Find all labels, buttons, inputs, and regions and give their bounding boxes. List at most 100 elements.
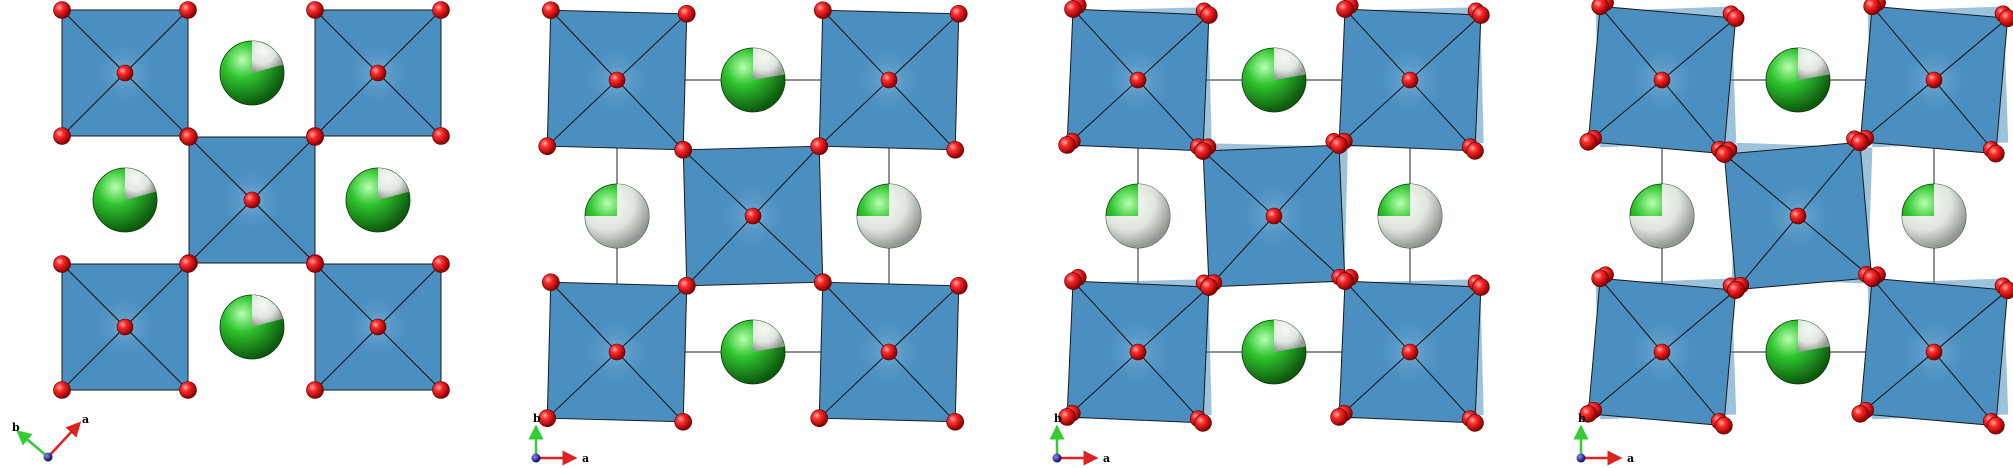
oxygen-atom bbox=[1265, 207, 1283, 225]
oxygen-atom bbox=[1715, 145, 1734, 163]
octahedron bbox=[1058, 269, 1218, 432]
oxygen-atom bbox=[306, 128, 324, 146]
oxygen-atom bbox=[1129, 71, 1147, 89]
oxygen-atom bbox=[744, 207, 762, 225]
octahedron bbox=[1851, 0, 2013, 163]
oxygen-atom bbox=[608, 71, 626, 89]
oxygen-atom bbox=[1472, 278, 1490, 296]
octahedron bbox=[1579, 0, 1745, 163]
oxygen-atom bbox=[116, 318, 134, 336]
oxygen-atom bbox=[1401, 343, 1419, 361]
oxygen-atom bbox=[432, 255, 450, 273]
oxygen-atom bbox=[1727, 280, 1745, 299]
cation-atom bbox=[584, 183, 650, 249]
octahedron bbox=[1851, 266, 2013, 435]
axis-c-origin bbox=[1052, 453, 1062, 463]
oxygen-atom bbox=[1789, 207, 1807, 225]
oxygen-atom bbox=[179, 1, 197, 19]
oxygen-atom bbox=[369, 64, 387, 82]
oxygen-atom bbox=[53, 127, 71, 145]
oxygen-atom bbox=[1200, 278, 1218, 296]
oxygen-atom bbox=[608, 343, 626, 361]
cation-white-wedge bbox=[753, 320, 785, 352]
octahedron bbox=[306, 1, 450, 145]
octahedron bbox=[538, 1, 696, 159]
oxygen-atom bbox=[946, 140, 964, 159]
oxygen-atom bbox=[1466, 142, 1484, 160]
oxygen-atom bbox=[1336, 272, 1354, 290]
oxygen-atom bbox=[946, 412, 964, 431]
oxygen-atom bbox=[813, 273, 832, 291]
cation-atom bbox=[219, 294, 285, 360]
oxygen-atom bbox=[810, 137, 828, 156]
octahedron bbox=[1579, 266, 1745, 435]
cation-atom bbox=[720, 319, 786, 385]
oxygen-atom bbox=[678, 276, 696, 295]
cation-white-wedge bbox=[1798, 48, 1830, 80]
octahedron bbox=[53, 255, 197, 399]
cation-white-wedge bbox=[252, 41, 283, 73]
axis-a-label: a bbox=[82, 413, 89, 426]
cation-white-wedge bbox=[1630, 184, 1694, 248]
axis-b-arrow bbox=[16, 430, 49, 458]
octahedron bbox=[538, 273, 696, 431]
oxygen-atom bbox=[1925, 71, 1943, 89]
oxygen-atom bbox=[432, 1, 450, 19]
cation-white-wedge bbox=[1798, 320, 1830, 352]
octahedron bbox=[1715, 130, 1881, 299]
cation-white-wedge bbox=[1274, 48, 1306, 80]
cation-white-wedge bbox=[857, 184, 921, 248]
oxygen-atom bbox=[1591, 269, 1609, 288]
oxygen-atom bbox=[1715, 416, 1733, 435]
oxygen-atom bbox=[1472, 6, 1490, 24]
oxygen-atom bbox=[1200, 6, 1218, 24]
oxygen-atom bbox=[1194, 142, 1212, 160]
oxygen-atom bbox=[542, 1, 560, 20]
oxygen-atom bbox=[1466, 414, 1484, 432]
axis-b-label: b bbox=[12, 421, 20, 434]
oxygen-atom bbox=[116, 64, 134, 82]
cation-atom bbox=[1105, 183, 1171, 249]
oxygen-atom bbox=[1579, 405, 1598, 423]
axis-triad: ba bbox=[528, 412, 589, 466]
oxygen-atom bbox=[1330, 136, 1348, 154]
oxygen-atom bbox=[306, 381, 324, 399]
oxygen-atom bbox=[1330, 408, 1348, 426]
cation-atom bbox=[92, 167, 158, 233]
oxygen-atom bbox=[1653, 71, 1671, 89]
oxygen-atom bbox=[369, 318, 387, 336]
oxygen-atom bbox=[674, 412, 692, 431]
oxygen-atom bbox=[1998, 9, 2013, 27]
octahedron bbox=[1058, 0, 1218, 160]
oxygen-atom bbox=[1591, 0, 1609, 16]
oxygen-atom bbox=[542, 273, 560, 292]
cation-white-wedge bbox=[125, 168, 156, 200]
oxygen-atom bbox=[1401, 71, 1419, 89]
cation-atom bbox=[219, 40, 285, 106]
cation-atom bbox=[1241, 319, 1307, 385]
octahedron bbox=[810, 1, 968, 159]
oxygen-atom bbox=[179, 255, 197, 273]
oxygen-atom bbox=[1058, 136, 1076, 154]
cation-white-wedge bbox=[1106, 184, 1170, 248]
oxygen-atom bbox=[1129, 343, 1147, 361]
oxygen-atom bbox=[1851, 133, 1869, 152]
oxygen-atom bbox=[432, 381, 450, 399]
octahedron bbox=[306, 255, 450, 399]
cation-white-wedge bbox=[585, 184, 649, 248]
oxygen-atom bbox=[880, 71, 898, 89]
oxygen-atom bbox=[1998, 281, 2013, 299]
axis-triad: ba bbox=[1573, 412, 1634, 466]
oxygen-atom bbox=[1653, 343, 1671, 361]
oxygen-atom bbox=[306, 1, 324, 19]
cation-atom bbox=[1377, 183, 1443, 249]
cation-atom bbox=[345, 167, 411, 233]
oxygen-atom bbox=[538, 137, 557, 155]
oxygen-atom bbox=[1863, 0, 1881, 16]
octahedron bbox=[674, 137, 832, 295]
axis-c-origin bbox=[1576, 453, 1586, 463]
oxygen-atom bbox=[1851, 405, 1870, 423]
cation-atom bbox=[1241, 47, 1307, 113]
oxygen-atom bbox=[1925, 343, 1943, 361]
